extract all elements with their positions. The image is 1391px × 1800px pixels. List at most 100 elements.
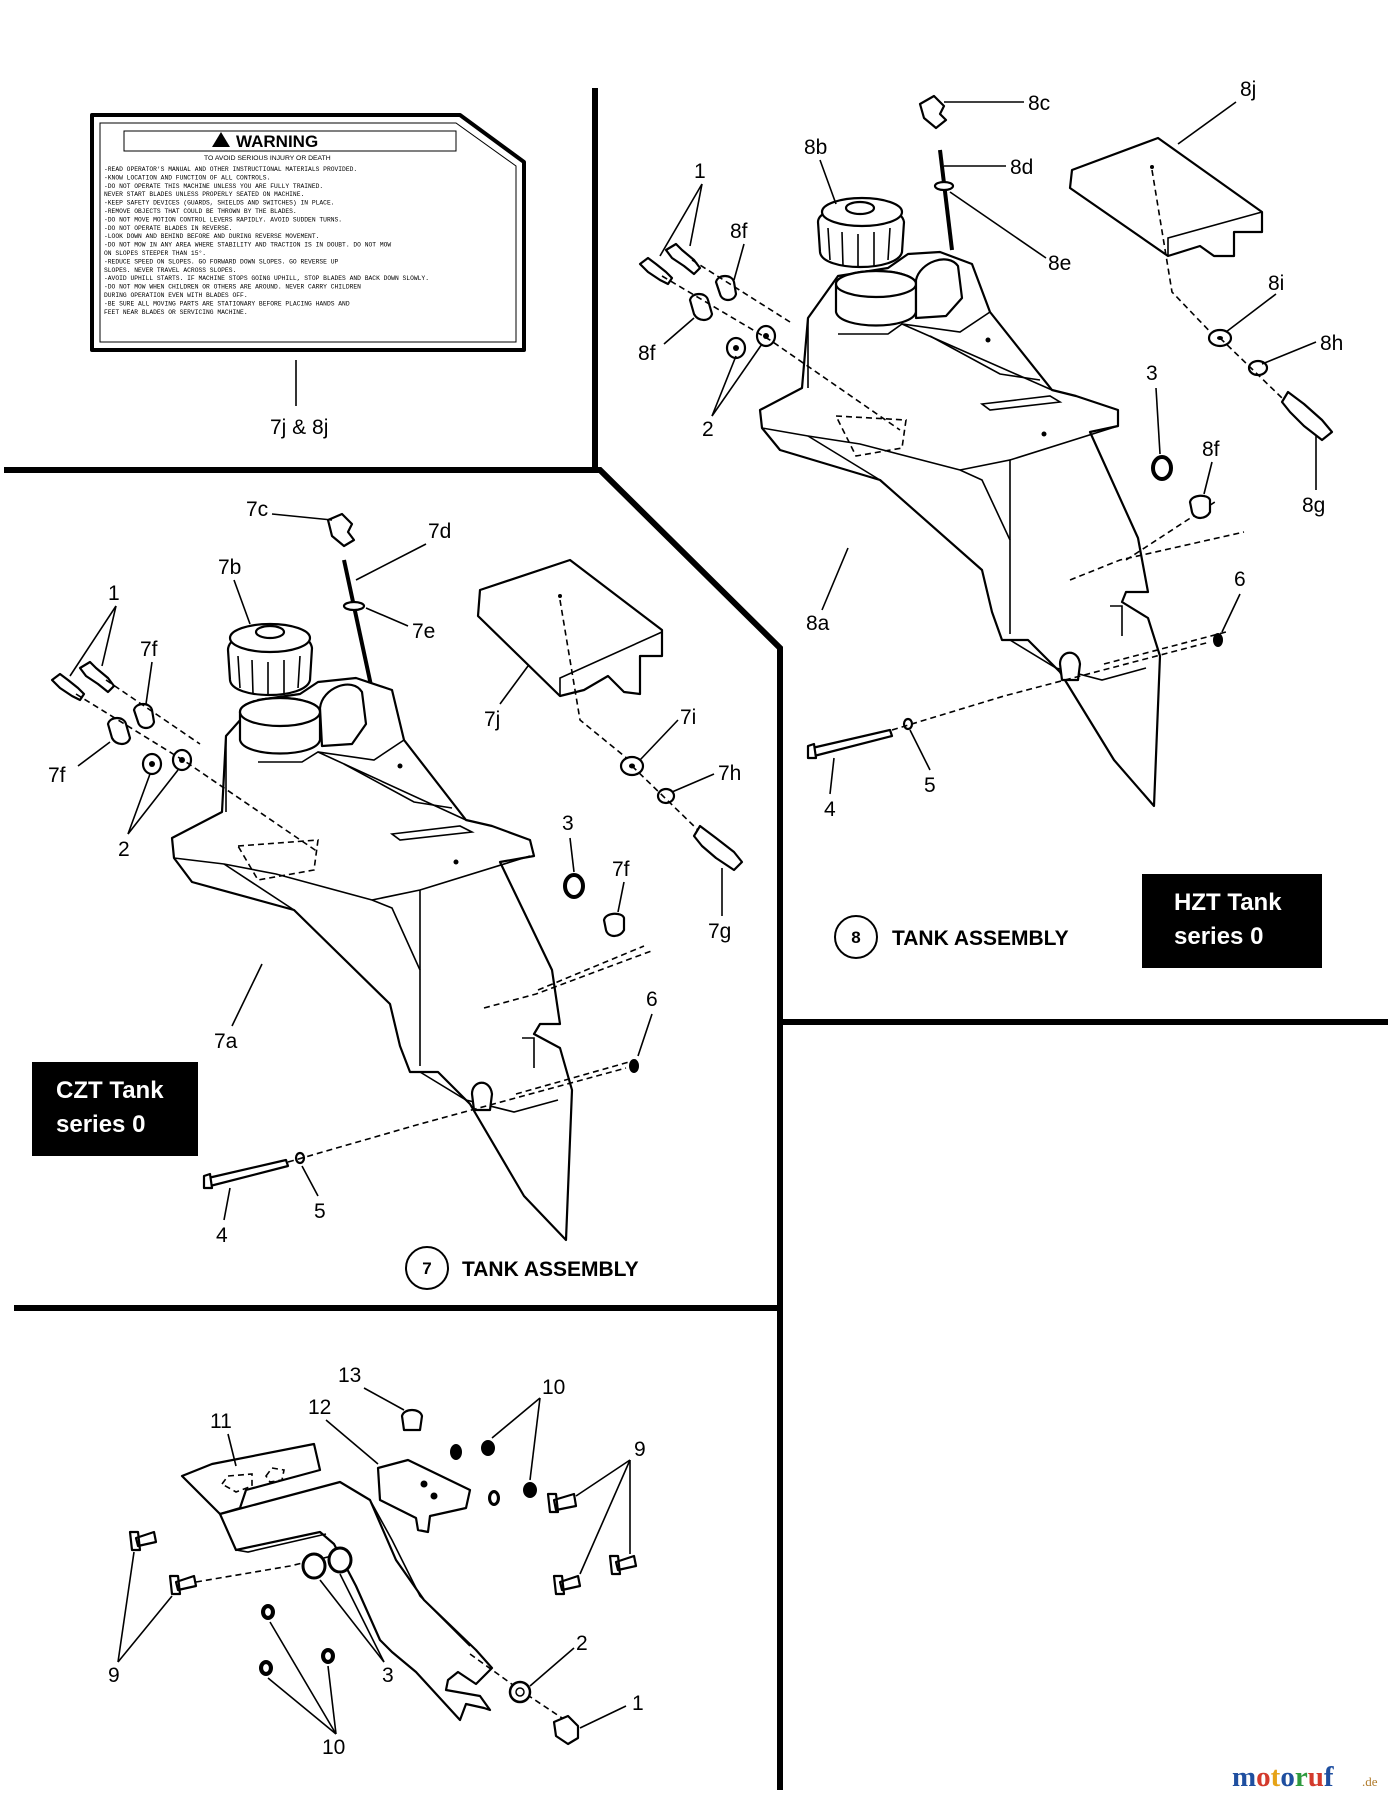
warning-line: -BE SURE ALL MOVING PARTS ARE STATIONARY… bbox=[104, 300, 350, 307]
warning-triangle-icon bbox=[212, 132, 230, 147]
label-13: 13 bbox=[338, 1364, 361, 1387]
czt-tank-assembly bbox=[50, 512, 744, 1242]
label-7f-left: 7f bbox=[48, 764, 66, 787]
part-7h-lockwasher bbox=[656, 787, 676, 805]
label-5-hzt: 5 bbox=[924, 774, 936, 797]
assembly-number-7: 7 bbox=[422, 1259, 431, 1278]
warning-line: DURING OPERATION EVEN WITH BLADES OFF. bbox=[104, 292, 248, 299]
label-12: 12 bbox=[308, 1396, 331, 1419]
warning-line: FEET NEAR BLADES OR SERVICING MACHINE. bbox=[104, 309, 248, 316]
part-7f-spacer-top bbox=[132, 702, 156, 730]
label-3-czt: 3 bbox=[562, 812, 574, 835]
label-6-czt: 6 bbox=[646, 988, 658, 1011]
label-7j: 7j bbox=[484, 708, 500, 731]
bracket-callouts: 13 10 12 11 9 2 1 3 9 10 bbox=[108, 1364, 646, 1759]
label-1-hzt: 1 bbox=[694, 160, 706, 183]
label-8f-left: 8f bbox=[638, 342, 656, 365]
label-5-czt: 5 bbox=[314, 1200, 326, 1223]
part-13-bolt bbox=[400, 1408, 424, 1432]
hzt-badge-line2: series 0 bbox=[1174, 923, 1263, 950]
warning-line: ON SLOPES STEEPER THAN 15°. bbox=[104, 249, 206, 257]
warning-line: -DO NOT OPERATE THIS MACHINE UNLESS YOU … bbox=[104, 183, 323, 190]
label-1-czt: 1 bbox=[108, 582, 120, 605]
label-8i: 8i bbox=[1268, 272, 1284, 295]
label-3-bracket: 3 bbox=[382, 1664, 394, 1687]
label-10-bottom: 10 bbox=[322, 1736, 345, 1759]
label-8d: 8d bbox=[1010, 156, 1033, 179]
hzt-assembly-title: 8 TANK ASSEMBLY bbox=[834, 915, 1069, 959]
part-7j-cover bbox=[476, 558, 664, 698]
label-7d: 7d bbox=[428, 520, 451, 543]
hzt-callouts: 8c 8j 8b 8d 8e 1 8f 8f 2 8i 8h 8g 3 8f 6… bbox=[638, 78, 1343, 821]
label-10-top: 10 bbox=[542, 1376, 565, 1399]
label-7e: 7e bbox=[412, 620, 435, 643]
label-9-left: 9 bbox=[108, 1664, 120, 1687]
warning-line: -KEEP SAFETY DEVICES (GUARDS, SHIELDS AN… bbox=[104, 200, 335, 207]
svg-text:motoruf: motoruf bbox=[1232, 1761, 1334, 1793]
warning-line: SLOPES. NEVER TRAVEL ACROSS SLOPES. bbox=[104, 267, 236, 274]
part-8b-filler-cap bbox=[816, 196, 906, 268]
warning-line: -REDUCE SPEED ON SLOPES. GO FORWARD DOWN… bbox=[104, 258, 339, 265]
part-10-nut-a bbox=[450, 1444, 462, 1460]
label-7f-right: 7f bbox=[612, 858, 630, 881]
label-8e: 8e bbox=[1048, 252, 1071, 275]
label-4-hzt: 4 bbox=[824, 798, 836, 821]
part-9-bolt-b bbox=[552, 1574, 582, 1596]
part-1-bolt-b bbox=[664, 242, 702, 276]
warning-title: WARNING bbox=[236, 132, 318, 151]
warning-line: -DO NOT OPERATE BLADES IN REVERSE. bbox=[104, 225, 232, 232]
assembly-title-8: TANK ASSEMBLY bbox=[892, 927, 1069, 950]
part-8f-spacer-top bbox=[714, 274, 738, 302]
part-1-bolt-c bbox=[50, 672, 86, 702]
czt-assembly-title: 7 TANK ASSEMBLY bbox=[405, 1246, 639, 1290]
label-2-hzt: 2 bbox=[702, 418, 714, 441]
wm-suffix: .de bbox=[1362, 1774, 1378, 1789]
part-1-bolt-d bbox=[78, 660, 116, 694]
warning-line: -LOOK DOWN AND BEHIND BEFORE AND DURING … bbox=[104, 233, 319, 240]
warning-line: -DO NOT MOW WHEN CHILDREN OR OTHERS ARE … bbox=[104, 284, 361, 291]
part-9-bolt-a bbox=[546, 1492, 578, 1514]
label-8j: 8j bbox=[1240, 78, 1256, 101]
part-8j-cover bbox=[1068, 136, 1264, 258]
part-7f-spacer-left bbox=[106, 716, 132, 746]
label-2-bracket: 2 bbox=[576, 1632, 588, 1655]
part-7c-elbow-fitting bbox=[326, 512, 356, 548]
part-7b-filler-cap bbox=[226, 622, 314, 696]
czt-badge: CZT Tank series 0 bbox=[32, 1062, 198, 1156]
part-8f-spacer-left bbox=[688, 292, 714, 322]
warning-decal: WARNING TO AVOID SERIOUS INJURY OR DEATH… bbox=[90, 113, 526, 352]
label-7b: 7b bbox=[218, 556, 241, 579]
label-8f-top: 8f bbox=[730, 220, 748, 243]
label-8c: 8c bbox=[1028, 92, 1050, 115]
part-9-bolt-c bbox=[608, 1554, 638, 1576]
warning-line: NEVER START BLADES UNLESS PROPERLY SEATE… bbox=[104, 191, 304, 198]
part-12-bracket bbox=[376, 1458, 472, 1534]
wm-m: m bbox=[1232, 1761, 1256, 1793]
part-8c-elbow-fitting bbox=[918, 94, 948, 130]
label-7f-top: 7f bbox=[140, 638, 158, 661]
warning-line: -AVOID UPHILL STARTS. IF MACHINE STOPS G… bbox=[104, 275, 429, 282]
part-8g-bolt bbox=[1280, 390, 1334, 442]
czt-badge-line1: CZT Tank bbox=[56, 1077, 164, 1104]
part-7g-bolt bbox=[692, 824, 744, 872]
warning-line: -REMOVE OBJECTS THAT COULD BE THROWN BY … bbox=[104, 208, 297, 215]
hzt-badge-line1: HZT Tank bbox=[1174, 889, 1282, 916]
label-7h: 7h bbox=[718, 762, 741, 785]
watermark-logo: motoruf .de bbox=[1232, 1761, 1378, 1793]
czt-callouts: 7c 7d 7b 7e 1 7f 7f 2 7i 7h 7g 3 7f 7j 6… bbox=[48, 498, 741, 1247]
warning-line: -DO NOT MOW IN ANY AREA WHERE STABILITY … bbox=[104, 242, 391, 249]
panel-dividers bbox=[4, 88, 1388, 1790]
warning-subtitle: TO AVOID SERIOUS INJURY OR DEATH bbox=[204, 155, 331, 162]
hzt-badge: HZT Tank series 0 bbox=[1142, 874, 1322, 968]
part-1-bolt-a bbox=[638, 256, 674, 286]
label-9-right: 9 bbox=[634, 1438, 646, 1461]
part-7e-grommet bbox=[342, 600, 366, 612]
label-1-bracket: 1 bbox=[632, 1692, 644, 1715]
label-3-hzt: 3 bbox=[1146, 362, 1158, 385]
label-8a: 8a bbox=[806, 612, 830, 635]
part-1-bolt-bracket bbox=[552, 1714, 580, 1746]
warning-line: -DO NOT MOVE MOTION CONTROL LEVERS RAPID… bbox=[104, 216, 342, 223]
label-6-hzt: 6 bbox=[1234, 568, 1246, 591]
label-7a: 7a bbox=[214, 1030, 238, 1053]
